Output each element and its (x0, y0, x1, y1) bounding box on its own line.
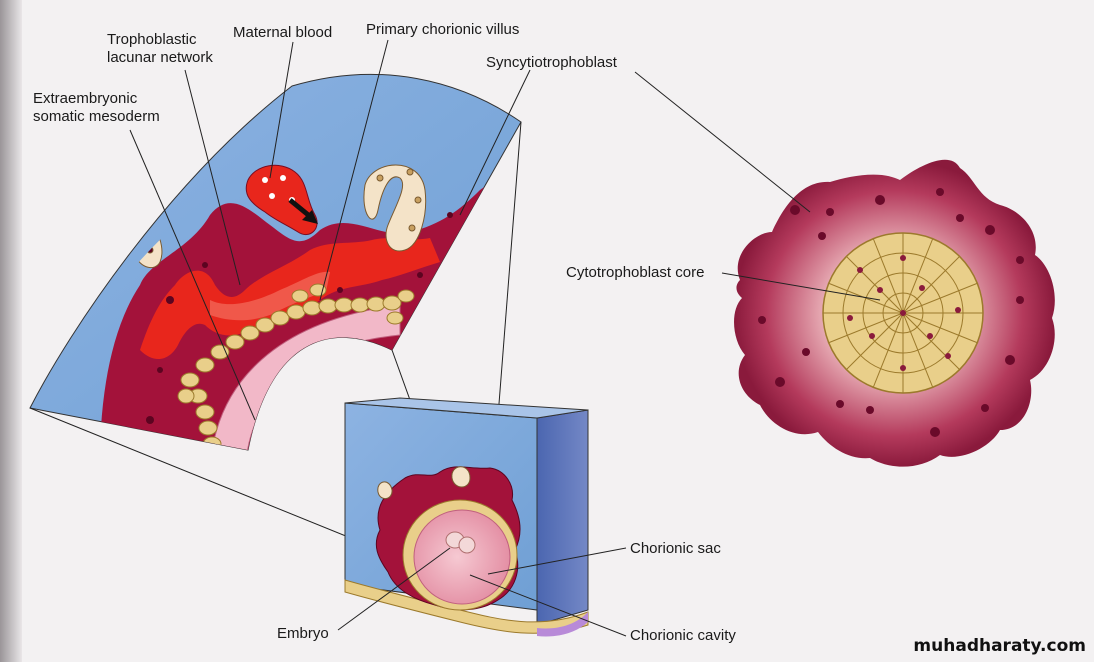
label-chorionic-sac: Chorionic sac (630, 540, 721, 557)
watermark: muhadharaty.com (913, 636, 1086, 656)
label-trophoblastic-lacunar-network: Trophoblastic lacunar network (107, 31, 213, 67)
chorionic-cavity (413, 509, 511, 605)
label-line-1: Extraembryonic (33, 90, 138, 107)
label-extraembryonic-somatic-mesoderm: Extraembryonic somatic mesoderm (33, 90, 160, 126)
block-side-face (536, 409, 589, 626)
label-maternal-blood: Maternal blood (233, 24, 333, 41)
label-chorionic-cavity: Chorionic cavity (630, 627, 736, 644)
block-base-purple (537, 612, 588, 637)
embryo (445, 531, 476, 554)
villus-cross-section (734, 159, 1055, 467)
label-syncytiotrophoblast: Syncytiotrophoblast (486, 54, 617, 71)
label-primary-chorionic-villus: Primary chorionic villus (366, 21, 520, 38)
label-line-2: somatic mesoderm (33, 108, 160, 125)
label-line-1: Trophoblastic (107, 31, 197, 48)
syncytio-nuclei (758, 188, 1024, 437)
leader-lines (129, 39, 881, 637)
villus-right (363, 164, 427, 252)
core-nuclei (847, 255, 961, 371)
block-villi (377, 466, 471, 499)
lacuna-branch (210, 271, 330, 321)
cytotrophoblast-layer (177, 283, 415, 450)
label-cytotrophoblast-core: Cytotrophoblast core (566, 264, 705, 281)
label-line-2: lacunar network (107, 49, 213, 66)
label-embryo: Embryo (277, 625, 329, 642)
tissue-block (344, 397, 589, 637)
page-shadow (0, 0, 22, 662)
block-top-face (344, 397, 589, 419)
